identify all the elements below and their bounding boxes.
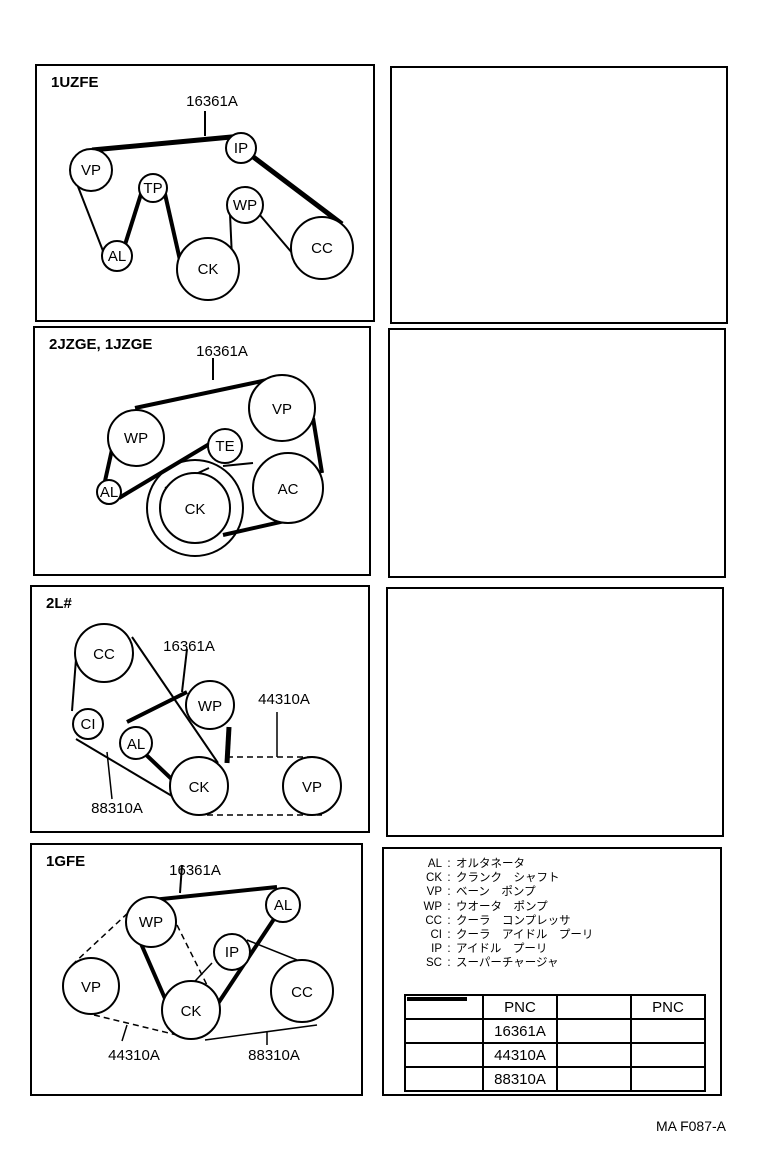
- figure-code: MA F087-A: [655, 1118, 726, 1134]
- pulley-vp: [69, 148, 113, 192]
- pulley-al: [119, 726, 153, 760]
- part-label: 16361A: [186, 93, 238, 110]
- pulley-wp: [125, 896, 177, 948]
- label-vp: VP: [81, 162, 101, 179]
- pulley-al: [265, 887, 301, 923]
- pulley-wp: [185, 680, 235, 730]
- part-label-88310a: 88310A: [91, 800, 143, 817]
- legend-row: WP:ウオータ ポンプ: [423, 900, 548, 913]
- pulley-al: [96, 479, 122, 505]
- label-cc: CC: [311, 240, 333, 257]
- legend-row: VP:ベーン ポンプ: [426, 886, 536, 899]
- pulley-cc: [270, 959, 334, 1023]
- label-ck: CK: [181, 1003, 202, 1020]
- pulley-ci: [72, 708, 104, 740]
- panel-1gfe: 1GFE WP AL IP VP: [30, 843, 363, 1096]
- part-label-44310a: 44310A: [108, 1047, 160, 1064]
- empty-panel-1: [390, 66, 728, 324]
- panel-title: 2JZGE, 1JZGE: [49, 336, 153, 353]
- part-label-88310a: 88310A: [248, 1047, 300, 1064]
- belt-diagram-1gfe: WP AL IP VP CC CK 16361A 44310A 88310A: [62, 862, 334, 1064]
- empty-panel-3: [386, 587, 724, 837]
- pulley-wp: [107, 409, 165, 467]
- label-wp: WP: [233, 197, 257, 214]
- line-sample-solid-thick: [404, 997, 484, 1044]
- part-label-44310a: 44310A: [258, 691, 310, 708]
- pulley-vp: [282, 756, 342, 816]
- pulley-vp: [62, 957, 120, 1015]
- panel-title: 2L#: [46, 595, 72, 612]
- label-wp: WP: [124, 430, 148, 447]
- legend-row: CC:クーラ コンプレッサ: [425, 914, 571, 927]
- label-vp: VP: [272, 401, 292, 418]
- panel-title: 1GFE: [46, 853, 86, 870]
- line-sample-dashed: [404, 998, 484, 1068]
- empty-panel-2: [388, 328, 726, 578]
- label-ck: CK: [185, 501, 206, 518]
- legend-row: SC:スーパーチャージャ: [426, 957, 559, 970]
- pulley-cc: [290, 216, 354, 280]
- pulley-cc: [74, 623, 134, 683]
- label-cc: CC: [93, 646, 115, 663]
- label-ip: IP: [234, 140, 248, 157]
- pnc-table: PNC PNC 16361A 44310A 88310A: [404, 994, 706, 1092]
- pulley-tp: [138, 173, 168, 203]
- part-label: 16361A: [196, 343, 248, 360]
- legend-list: AL:オルタネータ CK:クランク シャフト VP:ベーン ポンプ WP:ウオー…: [410, 857, 593, 971]
- pnc-header: PNC: [482, 994, 558, 1020]
- label-al: AL: [274, 897, 292, 914]
- legend-panel: AL:オルタネータ CK:クランク シャフト VP:ベーン ポンプ WP:ウオー…: [382, 847, 722, 1096]
- pulley-te: [207, 428, 243, 464]
- belt-diagram-1uzfe: VP IP TP AL WP CK CC 16361A: [69, 93, 354, 301]
- label-vp: VP: [302, 779, 322, 796]
- pulley-ac: [252, 452, 324, 524]
- label-ck: CK: [198, 261, 219, 278]
- legend-row: IP:アイドル プーリ: [431, 943, 548, 956]
- legend-row: CI:クーラ アイドル プーリ: [430, 929, 594, 942]
- label-ci: CI: [81, 716, 96, 733]
- legend-row: AL:オルタネータ: [427, 858, 525, 870]
- line-sample-solid-thin: [404, 998, 484, 1092]
- pulley-ck: [161, 980, 221, 1040]
- panel-2l: 2L# CC WP CI AL CK: [30, 585, 370, 833]
- belt-diagram-2jzge: VP WP TE AL CK AC 16361A: [96, 343, 324, 557]
- label-ip: IP: [225, 944, 239, 961]
- label-al: AL: [100, 484, 118, 501]
- part-label-16361a: 16361A: [163, 638, 215, 655]
- label-al: AL: [127, 736, 145, 753]
- pulley-al: [101, 240, 133, 272]
- label-ac: AC: [278, 481, 299, 498]
- pnc-header: PNC: [630, 994, 706, 1020]
- label-te: TE: [215, 438, 234, 455]
- panel-2jzge: 2JZGE, 1JZGE VP WP TE AL CK AC: [33, 326, 371, 576]
- label-ck: CK: [189, 779, 210, 796]
- label-wp: WP: [198, 698, 222, 715]
- table-row: 44310A: [404, 998, 706, 1068]
- label-vp: VP: [81, 979, 101, 996]
- pulley-ck: [169, 756, 229, 816]
- pulley-ck: [176, 237, 240, 301]
- label-tp: TP: [143, 180, 162, 197]
- pulley-vp: [248, 374, 316, 442]
- pulley-ip: [225, 132, 257, 164]
- pulley-wp: [226, 186, 264, 224]
- table-row: 88310A: [404, 998, 706, 1092]
- pulley-ck: [159, 472, 231, 544]
- part-label-16361a: 16361A: [169, 862, 221, 879]
- legend-row: CK:クランク シャフト: [426, 872, 560, 885]
- label-cc: CC: [291, 984, 313, 1001]
- panel-title: 1UZFE: [51, 74, 99, 91]
- panel-1uzfe: 1UZFE VP IP TP AL WP CK C: [35, 64, 375, 322]
- label-al: AL: [108, 248, 126, 265]
- pulley-ip: [213, 933, 251, 971]
- table-row: 16361A: [404, 997, 706, 1044]
- label-wp: WP: [139, 914, 163, 931]
- belt-diagram-2l: CC WP CI AL CK VP 16361A 44310A 88310A: [71, 623, 342, 817]
